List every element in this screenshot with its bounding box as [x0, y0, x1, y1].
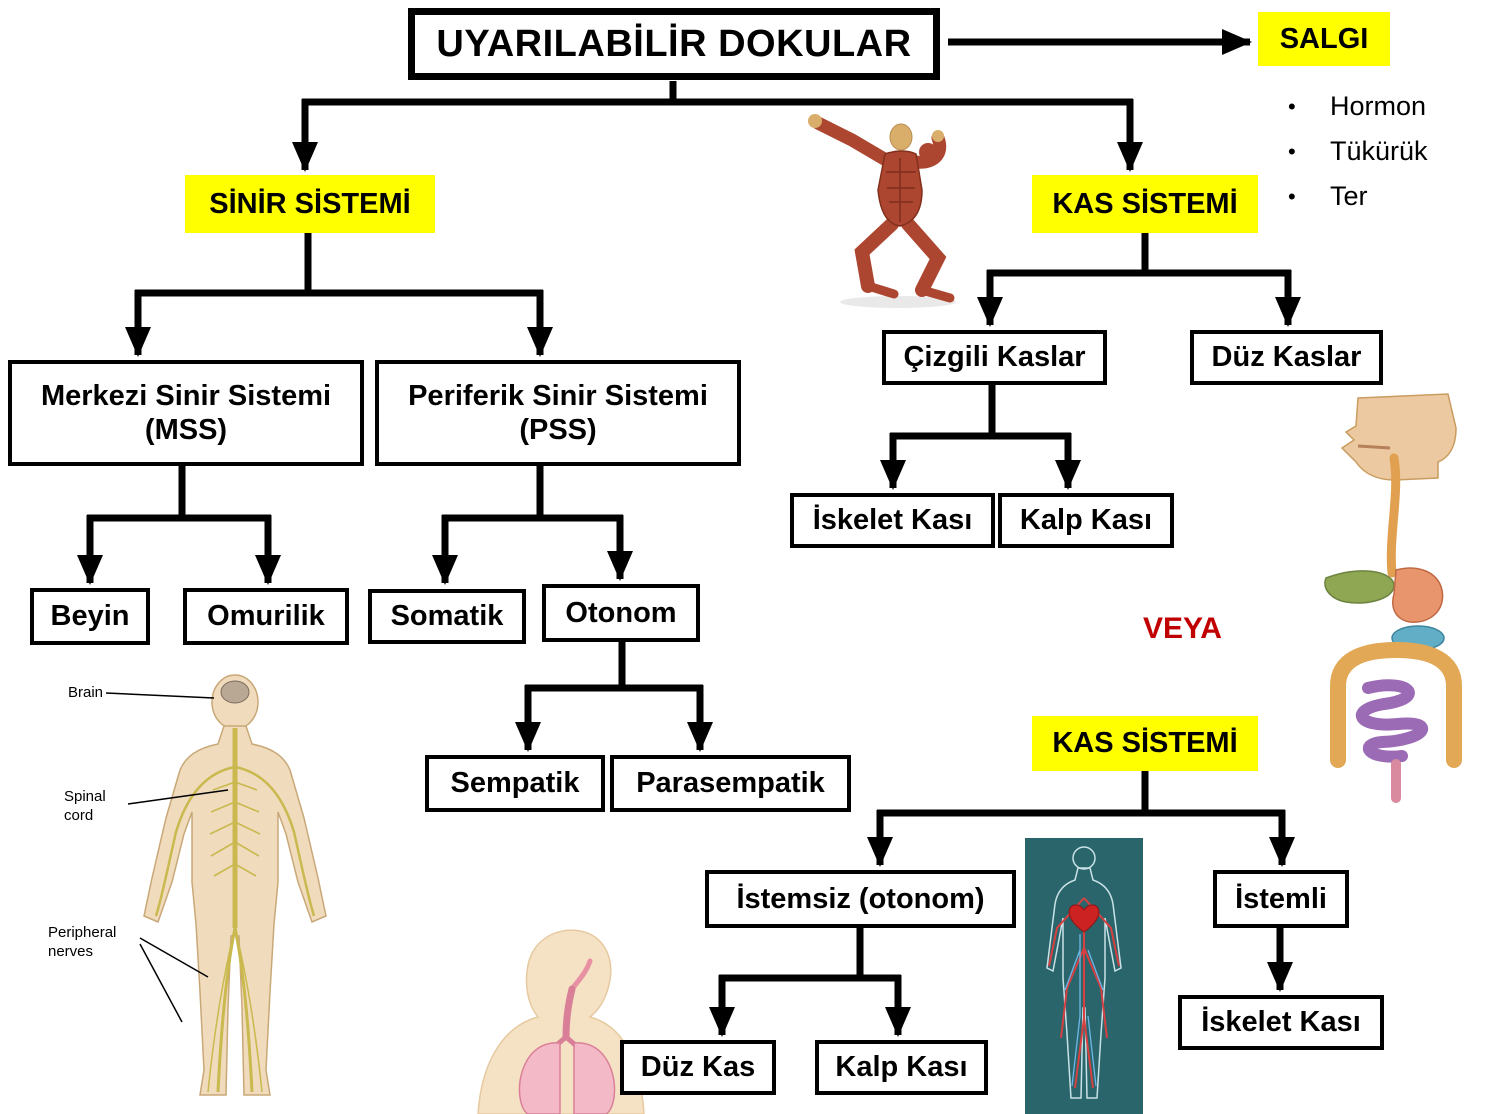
node-kas-sistemi-alt: KAS SİSTEMİ: [1032, 716, 1258, 771]
node-sinir-sistemi: SİNİR SİSTEMİ: [185, 175, 435, 233]
muscular-man-image: [808, 114, 956, 308]
veya-label: VEYA: [1143, 612, 1222, 645]
node-istemsiz-otonom: İstemsiz (otonom): [705, 870, 1016, 928]
node-parasempatik: Parasempatik: [610, 755, 851, 812]
bullet-icon: •: [1288, 183, 1296, 209]
node-otonom: Otonom: [542, 584, 700, 642]
branch-mss: [87, 466, 271, 522]
node-istemli: İstemli: [1213, 870, 1349, 928]
bullet-icon: •: [1288, 138, 1296, 164]
branch-cizgili: [890, 385, 1071, 440]
nervous-system-image: [105, 674, 327, 1096]
title-uyarilabilir-dokular: UYARILABİLİR DOKULAR: [408, 8, 940, 80]
node-sempatik: Sempatik: [425, 755, 605, 812]
digestive-organs: [1324, 453, 1462, 803]
branch-istemsiz: [719, 928, 901, 982]
salgi-list: • Hormon • Tükürük • Ter: [1288, 84, 1428, 219]
branch-kas: [987, 233, 1291, 277]
pss-line2: (PSS): [519, 414, 597, 446]
node-somatik: Somatik: [368, 589, 526, 644]
salgi-item-hormon: • Hormon: [1288, 84, 1428, 129]
figure-shadow: [840, 296, 956, 308]
node-cizgili-kaslar: Çizgili Kaslar: [882, 330, 1107, 385]
nerve-lines: [154, 728, 316, 1093]
muscle-man-body: [808, 114, 955, 303]
node-kalp-kasi: Kalp Kası: [998, 493, 1174, 548]
salgi-item-label: Hormon: [1330, 91, 1427, 121]
node-iskelet-kasi: İskelet Kası: [790, 493, 995, 548]
node-beyin: Beyin: [30, 588, 150, 645]
branch-pss: [442, 466, 623, 522]
branch-kas-2: [877, 771, 1285, 817]
pss-line1: Periferik Sinir Sistemi: [408, 379, 708, 412]
node-iskelet-kasi-alt: İskelet Kası: [1178, 995, 1384, 1050]
mss-line1: Merkezi Sinir Sistemi: [40, 379, 332, 412]
respiratory-system-image: [477, 929, 645, 1114]
circulatory-system-image: [1025, 838, 1143, 1114]
node-duz-kaslar: Düz Kaslar: [1190, 330, 1383, 385]
digestive-system-image: [1324, 393, 1462, 803]
branch-sinir: [135, 233, 543, 297]
salgi-item-label: Ter: [1330, 181, 1368, 211]
label-pointer-lines: [105, 692, 229, 1023]
mss-line2: (MSS): [144, 414, 228, 446]
circulatory-vessels: [1048, 897, 1120, 1089]
node-omurilik: Omurilik: [183, 588, 349, 645]
branch-title: [302, 81, 1133, 106]
salgi-item-ter: • Ter: [1288, 174, 1428, 219]
node-kalp-kasi-alt: Kalp Kası: [815, 1040, 988, 1095]
salgi-item-label: Tükürük: [1330, 136, 1428, 166]
branch-otonom: [525, 642, 703, 692]
respiratory-organs: [518, 958, 616, 1114]
node-merkezi-sinir-sistemi: Merkezi Sinir Sistemi (MSS): [8, 360, 364, 466]
bullet-icon: •: [1288, 93, 1296, 119]
node-kas-sistemi: KAS SİSTEMİ: [1032, 175, 1258, 233]
salgi-item-tukuruk: • Tükürük: [1288, 129, 1428, 174]
node-salgi: SALGI: [1258, 12, 1390, 66]
node-periferik-sinir-sistemi: Periferik Sinir Sistemi (PSS): [375, 360, 741, 466]
node-duz-kas: Düz Kas: [620, 1040, 776, 1095]
